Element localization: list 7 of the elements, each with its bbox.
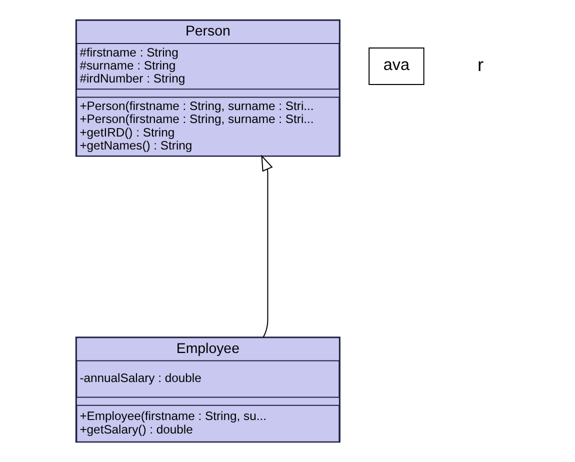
node-box: -annualSalary : double	[76, 360, 340, 398]
arrow	[260, 154, 272, 338]
node-box: +Person(firstname : String, surname : Stri... +Person(firstname : String, surname : Stri... +getIRD() : String +getNames() : String	[76, 96, 340, 156]
node-box: ava	[368, 48, 424, 86]
node-box: #firstname : String #surname : String #irdNumber : String	[76, 42, 340, 90]
node-box: +Employee(firstname : String, su... +getSalary() : double	[76, 404, 340, 442]
label: r	[477, 54, 484, 75]
